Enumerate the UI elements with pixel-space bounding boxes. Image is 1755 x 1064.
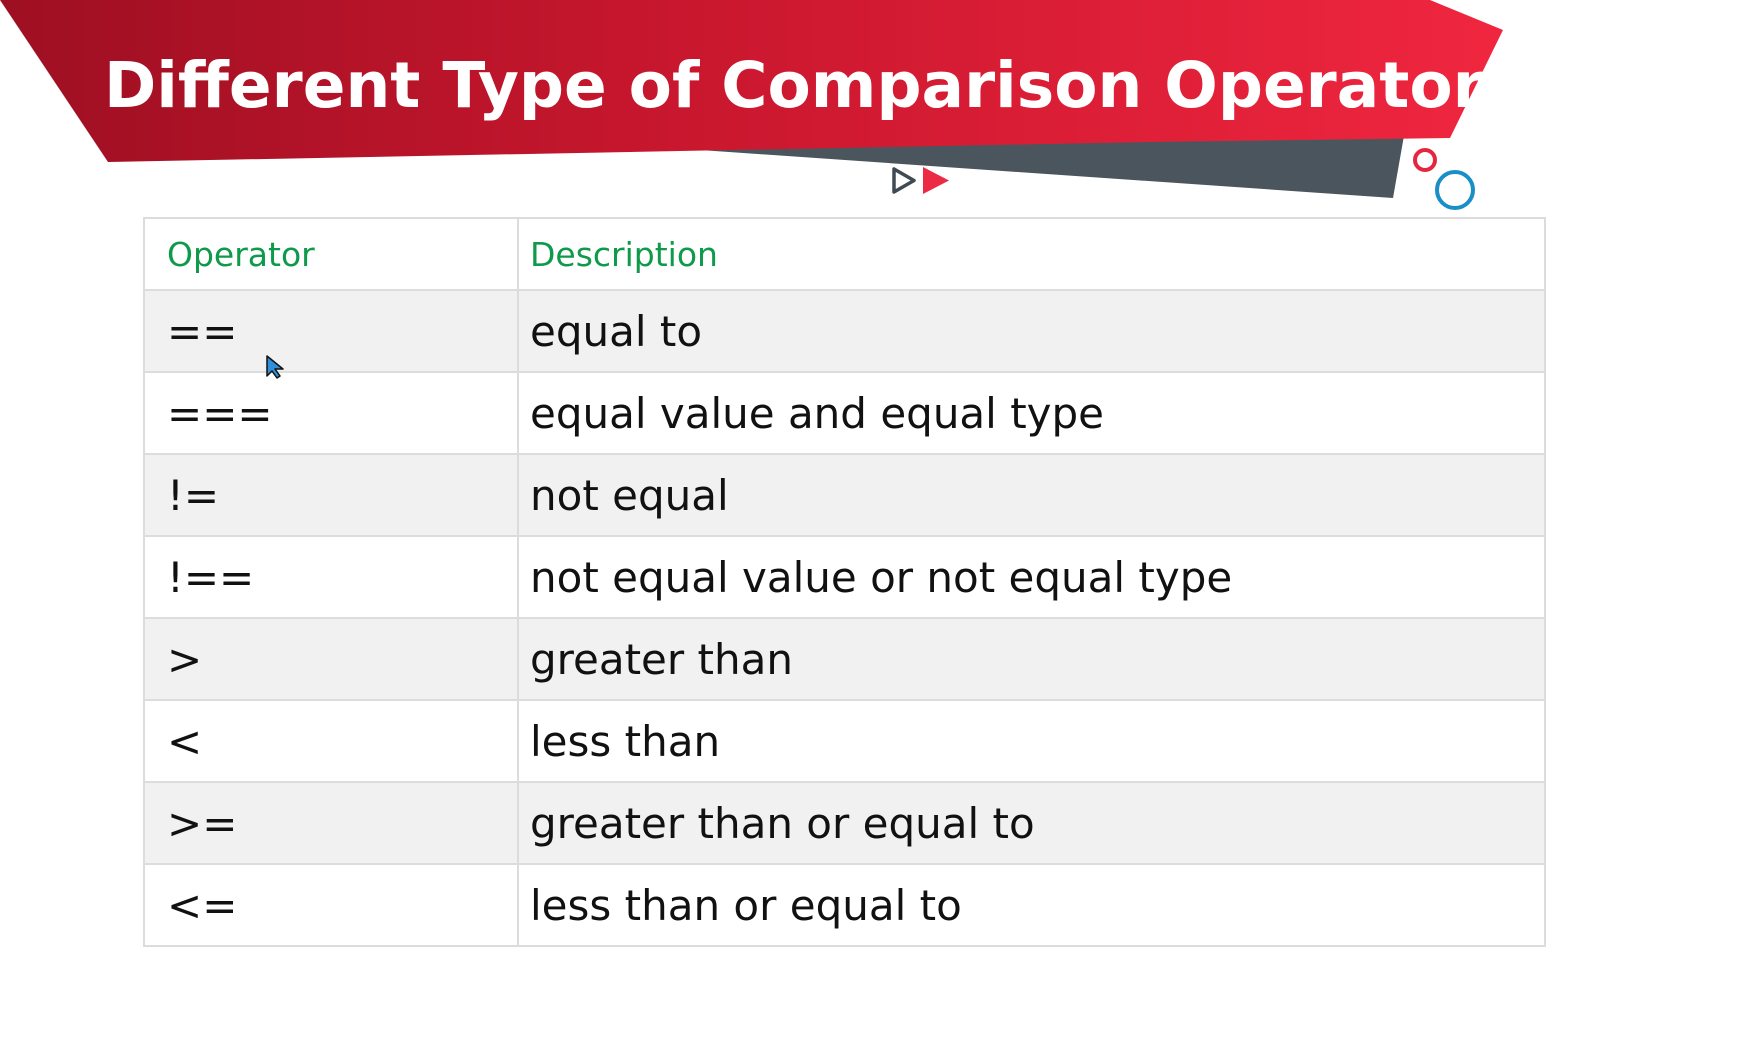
- table-row: !== not equal value or not equal type: [144, 535, 1545, 618]
- banner-slate-ribbon: [130, 130, 1405, 198]
- operator-cell: >: [144, 617, 518, 700]
- play-arrows-icon: [892, 167, 949, 194]
- operator-cell: ==: [144, 289, 518, 372]
- description-cell: greater than or equal to: [517, 781, 1545, 864]
- mouse-cursor-icon: [266, 355, 284, 379]
- table-row: === equal value and equal type: [144, 371, 1545, 454]
- table-row: < less than: [144, 699, 1545, 782]
- operator-cell: ===: [144, 371, 518, 454]
- operator-cell: >=: [144, 781, 518, 864]
- table-row: == equal to: [144, 289, 1545, 372]
- description-cell: less than: [517, 699, 1545, 782]
- banner-red-shape: [0, 0, 1503, 162]
- table-row: > greater than: [144, 617, 1545, 700]
- table-row: != not equal: [144, 453, 1545, 536]
- operator-cell: <: [144, 699, 518, 782]
- operator-cell: <=: [144, 863, 518, 946]
- operator-cell: !==: [144, 535, 518, 618]
- title-banner: [0, 0, 1503, 210]
- column-header-description: Description: [517, 218, 1545, 290]
- operator-cell: !=: [144, 453, 518, 536]
- description-cell: equal to: [517, 289, 1545, 372]
- circles-decoration-icon: [1413, 148, 1475, 210]
- table-row: >= greater than or equal to: [144, 781, 1545, 864]
- comparison-operators-table: Operator Description == equal to === equ…: [143, 217, 1546, 947]
- slide-title: Different Type of Comparison Operators :: [104, 49, 1569, 122]
- description-cell: equal value and equal type: [517, 371, 1545, 454]
- description-cell: greater than: [517, 617, 1545, 700]
- table-row: <= less than or equal to: [144, 863, 1545, 946]
- description-cell: less than or equal to: [517, 863, 1545, 946]
- table-header-row: Operator Description: [144, 218, 1545, 290]
- column-header-operator: Operator: [144, 218, 518, 290]
- description-cell: not equal value or not equal type: [517, 535, 1545, 618]
- description-cell: not equal: [517, 453, 1545, 536]
